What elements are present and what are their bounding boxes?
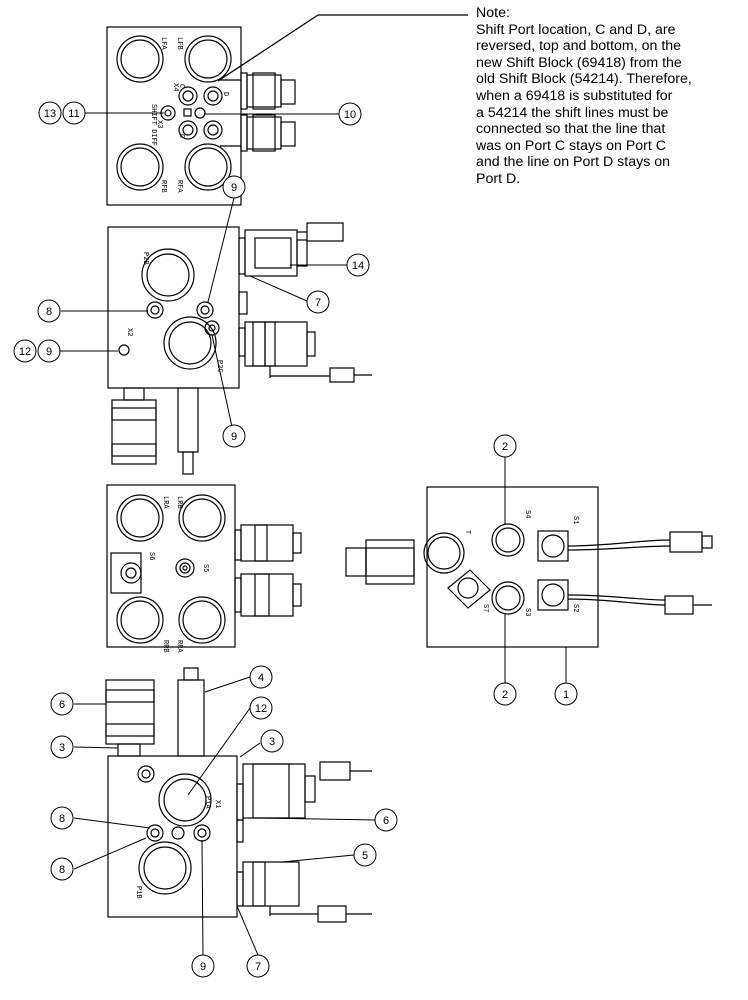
callout-number: 9 [231,431,237,443]
note-text: Note: Shift Port location, C and D, are … [476,5,748,188]
note-line: Port D. [476,170,521,187]
callout-number: 12 [19,346,31,358]
note-line: a 54214 the shift lines must be [476,104,669,121]
callout-number: 8 [46,306,52,318]
port-label: X3 [155,120,163,128]
callout-number: 8 [59,864,65,876]
callout-number: 14 [352,260,364,272]
port-label: RRA [175,640,183,653]
port-label: S5 [201,564,209,572]
port-label: RFB [159,180,167,193]
callouts [13,101,578,978]
port-label: LFB [175,37,183,50]
note-line: when a 69418 is substituted for [476,87,673,104]
port-label: P2B [141,252,149,265]
callout-number: 4 [258,672,264,684]
callout-number: 3 [59,742,65,754]
note-line: connected so that the line that [476,121,666,138]
port-label: LFA [159,37,167,50]
port-label: LRA [161,496,169,509]
callout-number: 5 [362,850,368,862]
port-label: X1 [213,800,221,808]
callout-numbers: 13 11 10 9 14 8 7 12 9 9 2 2 1 4 6 12 3 … [19,108,569,973]
port-label: LRB [175,496,183,509]
callout-number: 10 [344,109,356,121]
note-line: Shift Port location, C and D, are [476,21,676,38]
port-label: S2 [571,604,579,612]
callout-number: 6 [383,815,389,827]
note-line: new Shift Block (69418) from the [476,54,682,71]
port-label: S3 [523,608,531,616]
port-label: S6 [147,552,155,560]
p1-block [105,667,372,923]
port-label: RRB [161,640,169,653]
note-line: and the line on Port D stays on [476,154,671,171]
port-label: S7 [481,604,489,612]
callout-number: 12 [255,703,267,715]
callout-number: 7 [315,297,321,309]
callout-number: 2 [502,441,508,453]
port-label: X4 [171,83,179,91]
note-heading: Note: [476,5,510,21]
callout-number: 3 [269,736,275,748]
callout-number: 2 [502,689,508,701]
shift-block [106,26,296,206]
port-label: C [177,134,185,138]
callout-number: 13 [44,108,56,120]
port-label: C [177,84,185,88]
side-block [345,486,713,648]
callout-number: 9 [200,961,206,973]
port-label: T [463,530,471,534]
callout-number: 6 [59,699,65,711]
callout-number: 11 [68,108,79,120]
port-label: X2 [125,328,133,336]
port-label: P1A [203,796,211,809]
callout-number: 9 [46,346,52,358]
note-line: reversed, top and bottom, on the [476,38,682,55]
port-label: P1B [134,886,142,899]
callout-number: 9 [231,182,237,194]
callout-leaders [58,112,567,956]
callout-number: 7 [255,961,261,973]
note-line: old Shift Block (54214). Therefore, [476,71,692,88]
port-label: S4 [523,510,531,518]
rear-block [106,484,302,648]
port-label: D [221,92,229,96]
p2-block [107,222,372,475]
port-label: S1 [571,516,579,524]
callout-number: 1 [563,689,569,701]
note-leader [217,14,319,82]
port-label: RFA [175,180,183,193]
note-line: was on Port C stays on Port C [476,137,667,154]
port-label: SHIFT DIFF. [149,104,157,150]
callout-number: 8 [59,813,65,825]
